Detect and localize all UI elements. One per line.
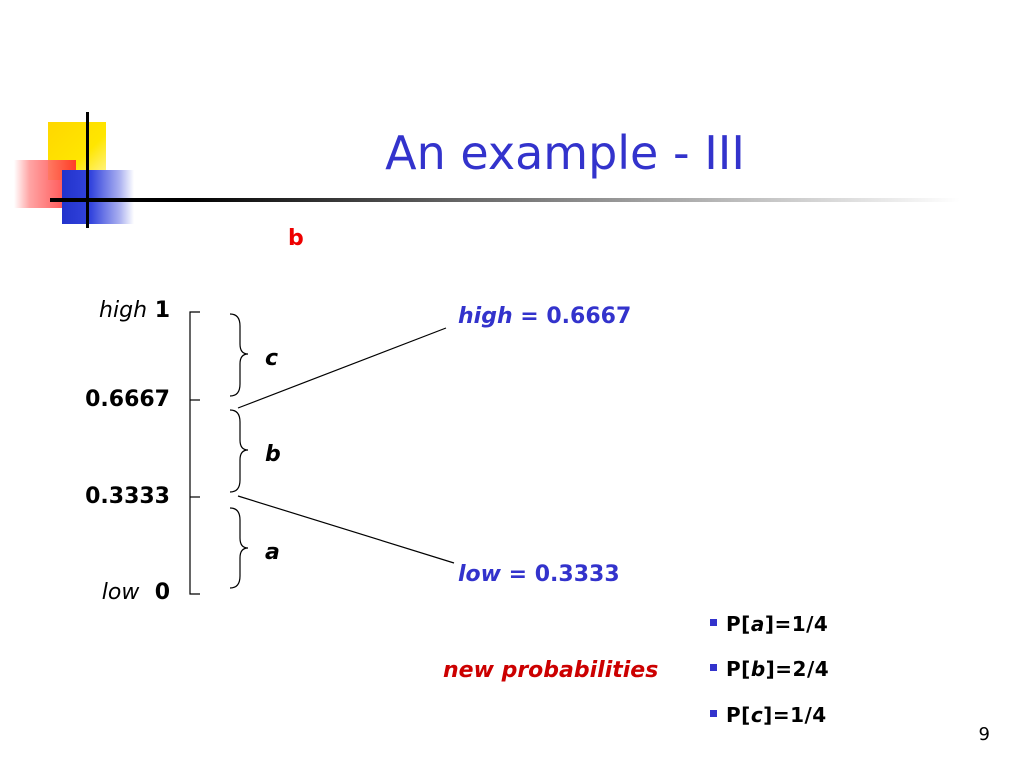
zoom-line-low xyxy=(237,495,455,564)
zoom-line-high xyxy=(237,327,447,409)
brace-b xyxy=(229,409,249,493)
brace-c xyxy=(229,313,249,397)
slide-title: An example - III xyxy=(385,126,745,180)
prob-b-prefix: P[ xyxy=(726,657,751,681)
new-low-value: = 0.3333 xyxy=(500,562,620,587)
current-symbol: b xyxy=(288,226,304,251)
high-label: high 1 xyxy=(40,298,170,323)
prob-a-prefix: P[ xyxy=(726,612,751,636)
brace-a xyxy=(229,507,249,589)
segment-c-label: c xyxy=(265,346,279,371)
segment-a-label: a xyxy=(265,540,280,565)
new-low-word: low xyxy=(458,562,501,587)
prob-b: P[b]=2/4 xyxy=(710,657,829,681)
logo-blue-square xyxy=(62,170,134,224)
low-label: low 0 xyxy=(40,580,170,605)
page-number: 9 xyxy=(978,724,990,745)
title-underline xyxy=(50,198,960,202)
new-high-value: = 0.6667 xyxy=(512,304,632,329)
lower-mid-label: 0.3333 xyxy=(85,484,170,509)
low-word: low xyxy=(101,580,140,605)
logo-vertical-line xyxy=(86,112,89,228)
segment-b-label: b xyxy=(265,442,281,467)
high-word: high xyxy=(99,298,148,323)
new-high: high = 0.6667 xyxy=(458,304,631,329)
bullet-icon xyxy=(710,619,717,626)
bullet-icon xyxy=(710,710,717,717)
prob-c: P[c]=1/4 xyxy=(710,703,827,727)
prob-c-prefix: P[ xyxy=(726,703,751,727)
new-low: low = 0.3333 xyxy=(458,562,620,587)
prob-c-symbol: c xyxy=(750,703,764,727)
prob-a-suffix: ]=1/4 xyxy=(764,612,829,636)
bullet-icon xyxy=(710,664,717,671)
low-value: 0 xyxy=(154,580,170,605)
prob-b-symbol: b xyxy=(750,657,766,681)
prob-b-suffix: ]=2/4 xyxy=(765,657,830,681)
new-high-word: high xyxy=(458,304,513,329)
interval-bracket xyxy=(189,311,200,595)
high-value: 1 xyxy=(154,298,170,323)
prob-a: P[a]=1/4 xyxy=(710,612,828,636)
prob-a-symbol: a xyxy=(750,612,765,636)
prob-c-suffix: ]=1/4 xyxy=(763,703,827,727)
upper-mid-label: 0.6667 xyxy=(85,387,170,412)
new-probabilities-caption: new probabilities xyxy=(443,658,659,683)
